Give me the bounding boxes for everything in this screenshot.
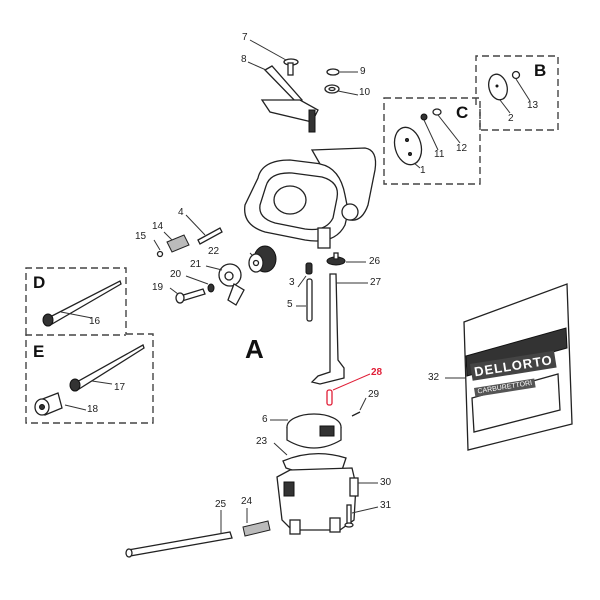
callout-9[interactable]: 9 (360, 66, 366, 77)
part-1-cover[interactable] (391, 124, 426, 167)
callout-6[interactable]: 6 (262, 414, 268, 425)
group-label-e: E (33, 342, 45, 361)
callout-5[interactable]: 5 (287, 299, 293, 310)
callout-7[interactable]: 7 (242, 32, 248, 43)
group-label-c: C (456, 103, 469, 122)
callout-1[interactable]: 1 (420, 165, 426, 176)
part-7-screw[interactable] (283, 58, 299, 76)
callout-25[interactable]: 25 (215, 499, 227, 510)
part-8-lever[interactable] (260, 65, 319, 133)
float-bowl[interactable] (276, 467, 357, 535)
callout-17[interactable]: 17 (114, 382, 126, 393)
callout-20[interactable]: 20 (170, 269, 182, 280)
part-6-float[interactable] (286, 413, 342, 449)
group-label-b: B (534, 61, 547, 80)
part-26-seat[interactable] (326, 252, 346, 266)
leader-lines (60, 39, 531, 534)
group-box-e (25, 333, 154, 424)
callout-12[interactable]: 12 (456, 143, 468, 154)
part-5-tube[interactable] (306, 278, 313, 322)
group-box-c (383, 97, 481, 185)
part-29-pin[interactable] (351, 411, 361, 417)
part-31-screw[interactable] (344, 504, 354, 528)
part-30-clip[interactable] (349, 477, 359, 497)
callout-15[interactable]: 15 (135, 231, 147, 242)
part-18-screw[interactable] (34, 392, 63, 416)
part-27-float-arm[interactable] (310, 273, 345, 385)
callout-18[interactable]: 18 (87, 404, 99, 415)
callout-2[interactable]: 2 (508, 113, 514, 124)
part-16-needle[interactable] (42, 280, 122, 327)
part-19-bolt[interactable] (175, 288, 206, 304)
group-box-d (25, 267, 127, 335)
part-4-pin[interactable] (197, 227, 223, 245)
callout-16[interactable]: 16 (89, 316, 101, 327)
callout-23[interactable]: 23 (256, 436, 268, 447)
part-15-washer[interactable] (156, 250, 164, 258)
callout-27[interactable]: 27 (370, 277, 382, 288)
callout-3[interactable]: 3 (289, 277, 295, 288)
assembly-label-a: A (245, 334, 264, 364)
callout-21[interactable]: 21 (190, 259, 202, 270)
part-24-spring[interactable] (242, 520, 271, 537)
callout-24[interactable]: 24 (241, 496, 253, 507)
part-21-banjo[interactable] (218, 263, 245, 306)
callout-22[interactable]: 22 (208, 246, 220, 257)
callout-11[interactable]: 11 (434, 149, 445, 160)
callout-30[interactable]: 30 (380, 477, 392, 488)
part-10-washer[interactable] (324, 84, 340, 94)
callout-31[interactable]: 31 (380, 500, 392, 511)
callout-19[interactable]: 19 (152, 282, 164, 293)
part-3-jet[interactable] (305, 262, 313, 275)
part-13-screw[interactable] (511, 70, 521, 80)
part-12-screw[interactable] (432, 108, 442, 116)
callout-26[interactable]: 26 (369, 256, 381, 267)
part-9-clip[interactable] (326, 68, 340, 76)
callout-14[interactable]: 14 (152, 221, 164, 232)
part-28-needle[interactable] (326, 389, 333, 406)
callout-32[interactable]: 32 (428, 372, 440, 383)
part-2-cover[interactable] (486, 72, 510, 102)
callout-29[interactable]: 29 (368, 389, 380, 400)
callout-13[interactable]: 13 (527, 100, 539, 111)
callout-8[interactable]: 8 (241, 54, 247, 65)
part-14-spring[interactable] (166, 234, 190, 253)
part-20-washer[interactable] (207, 283, 215, 293)
part-22-choke[interactable] (248, 245, 277, 273)
callout-28-highlighted[interactable]: 28 (371, 367, 383, 378)
callout-10[interactable]: 10 (359, 87, 371, 98)
part-25-rod[interactable] (125, 531, 233, 558)
part-11-ball[interactable] (420, 113, 428, 121)
group-label-d: D (33, 273, 46, 292)
callout-4[interactable]: 4 (178, 207, 184, 218)
part-a-carburetor-body[interactable] (244, 147, 377, 249)
part-17-needle[interactable] (69, 344, 145, 392)
